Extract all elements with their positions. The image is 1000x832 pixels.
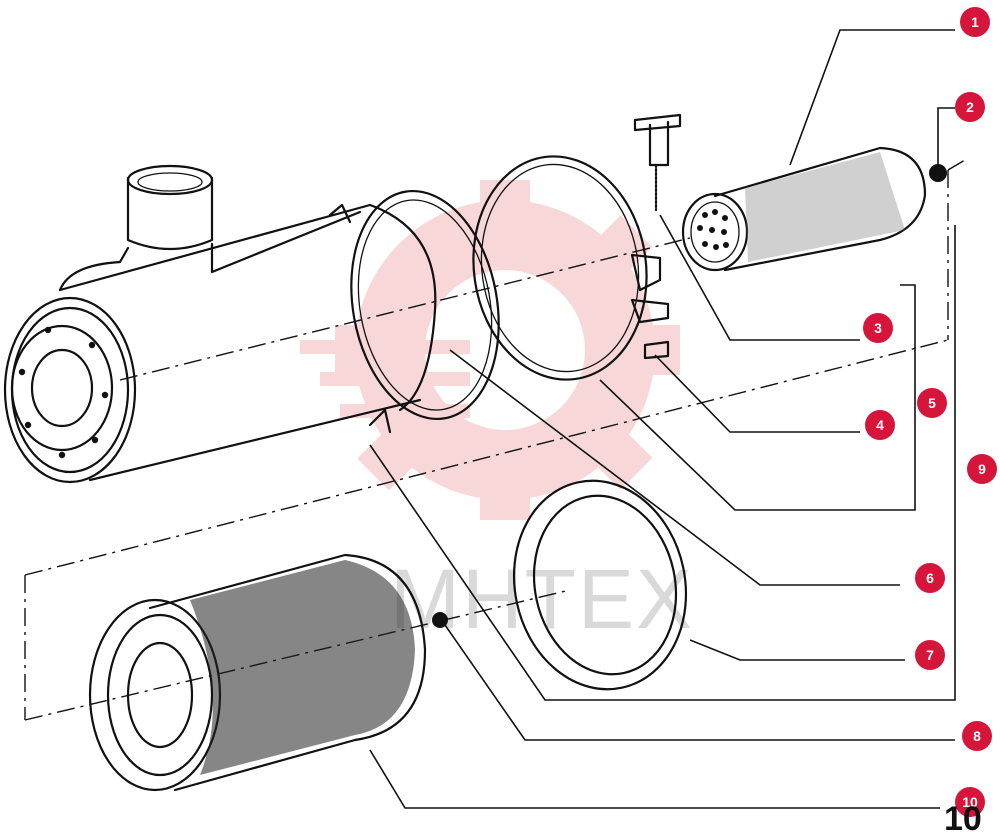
callout-1: 1 [960, 7, 990, 37]
svg-text:10: 10 [962, 794, 978, 810]
main-filter-element [88, 553, 427, 792]
wing-nut [929, 164, 947, 182]
svg-text:1: 1 [971, 14, 979, 30]
svg-text:8: 8 [973, 728, 981, 744]
svg-text:9: 9 [978, 461, 986, 477]
callout-5: 5 [917, 388, 947, 418]
figure-number: 10 [944, 800, 982, 832]
clamp-ring [350, 189, 500, 421]
svg-text:4: 4 [876, 417, 884, 433]
callout-3: 3 [863, 313, 893, 343]
svg-text:7: 7 [926, 647, 934, 663]
seal-ring [512, 479, 688, 691]
svg-text:6: 6 [926, 570, 934, 586]
t-bolt [633, 113, 682, 212]
callout-10: 10 [955, 787, 985, 817]
callout-6: 6 [915, 563, 945, 593]
callout-8: 8 [962, 721, 992, 751]
ball-nut [432, 612, 448, 628]
clamp-band [472, 155, 670, 381]
watermark-text: МНТЕХ [390, 552, 694, 646]
leader-lines [369, 29, 956, 809]
callout-2: 2 [955, 92, 985, 122]
filter-housing [3, 164, 437, 484]
callout-9: 9 [967, 454, 997, 484]
svg-text:5: 5 [928, 395, 936, 411]
svg-text:2: 2 [966, 99, 974, 115]
svg-text:3: 3 [874, 320, 882, 336]
callout-4: 4 [865, 410, 895, 440]
safety-element [681, 146, 927, 272]
callout-7: 7 [915, 640, 945, 670]
nut [643, 340, 670, 360]
